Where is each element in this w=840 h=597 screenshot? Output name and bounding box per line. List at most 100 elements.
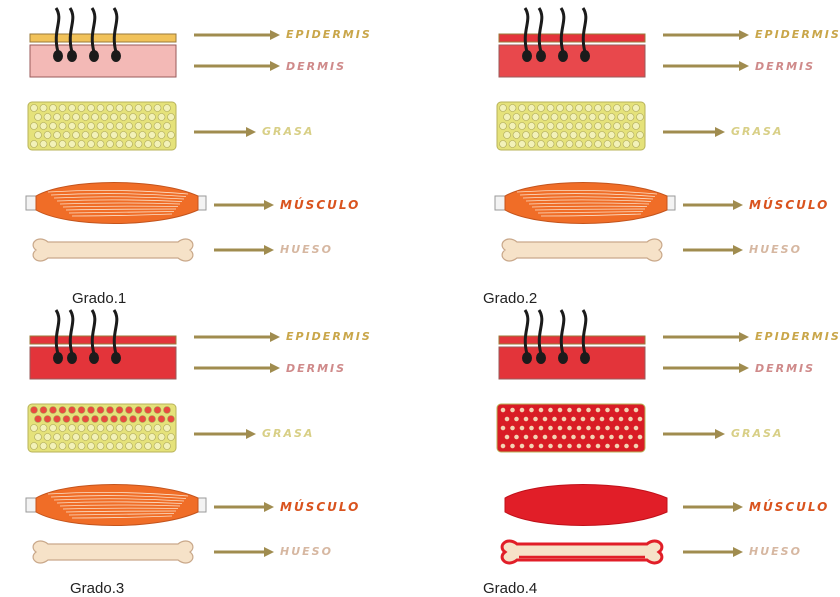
fat-cell: [561, 434, 566, 439]
fat-cell: [605, 425, 610, 430]
fat-cell: [139, 434, 146, 441]
fat-cell: [500, 141, 507, 148]
fat-cell: [40, 141, 47, 148]
fat-cell: [599, 132, 606, 139]
fat-cell: [633, 105, 640, 112]
epidermis-layer: [499, 34, 645, 42]
fat-cell: [538, 425, 543, 430]
fat-cell: [40, 407, 47, 414]
muscle: [505, 485, 667, 526]
fat-cell: [149, 132, 156, 139]
fat-cell: [158, 114, 165, 121]
fat-cell: [158, 416, 165, 423]
fat-cell: [627, 114, 634, 121]
fat-cell: [88, 407, 95, 414]
fat-cell: [139, 416, 146, 423]
fat-cell: [614, 105, 621, 112]
arrow-muscle: [683, 502, 743, 512]
fat-cell: [59, 123, 66, 130]
fat-label: GRASA: [731, 427, 783, 440]
fat-cell: [97, 123, 104, 130]
fat-cell: [168, 114, 175, 121]
fat-cell: [580, 114, 587, 121]
fat-cell: [92, 114, 99, 121]
fat-cell: [608, 114, 615, 121]
fat-cell: [590, 416, 595, 421]
fat-cell: [149, 416, 156, 423]
epidermis-label: EPIDERMIS: [286, 28, 372, 41]
arrow-epidermis: [663, 30, 749, 40]
fat-cell: [529, 425, 534, 430]
bone-shape: [502, 239, 662, 261]
fat-cell: [633, 123, 640, 130]
fat-cell: [126, 443, 133, 450]
fat-cell: [519, 105, 526, 112]
fat-cell: [529, 443, 534, 448]
fat-cell: [561, 114, 568, 121]
fat-cell: [31, 425, 38, 432]
fat-cell: [628, 434, 633, 439]
bone-shape: [33, 239, 193, 261]
fat-cell: [514, 416, 519, 421]
fat-cell: [528, 105, 535, 112]
fat-cell: [533, 416, 538, 421]
fat-cell: [623, 105, 630, 112]
fat-cell: [107, 425, 114, 432]
fat-cell: [614, 443, 619, 448]
fat-cell: [111, 114, 118, 121]
fat-cell: [538, 407, 543, 412]
bone-shape: [33, 541, 193, 563]
fat-cell: [609, 434, 614, 439]
fat-cell: [116, 407, 123, 414]
fat-cell: [557, 407, 562, 412]
fat-cell: [126, 141, 133, 148]
fat-cell: [623, 123, 630, 130]
fat-cell: [116, 105, 123, 112]
hair-bulb: [53, 50, 63, 62]
fat-cell: [130, 114, 137, 121]
fat-cell: [567, 425, 572, 430]
fat-cell: [576, 141, 583, 148]
fat-cell: [69, 407, 76, 414]
fat-cell: [609, 416, 614, 421]
fat-cell: [73, 434, 80, 441]
fat-cell: [567, 443, 572, 448]
fat-cell: [120, 434, 127, 441]
fat-cell: [504, 132, 511, 139]
tissue-layers: [28, 8, 428, 283]
fat-cell: [533, 434, 538, 439]
fat-cell: [35, 434, 42, 441]
bone: [33, 239, 193, 261]
fat-cell: [135, 141, 142, 148]
fat-cell: [570, 132, 577, 139]
fat-cell: [509, 123, 516, 130]
fat-cell: [149, 434, 156, 441]
fat-cell: [633, 407, 638, 412]
muscle-label: MÚSCULO: [280, 500, 360, 514]
fat-cell: [31, 443, 38, 450]
hair-bulb: [580, 352, 590, 364]
fat-cell: [82, 132, 89, 139]
fat-cell: [557, 443, 562, 448]
fat-cell: [50, 105, 57, 112]
fat-cell: [500, 407, 505, 412]
fat-cell: [552, 416, 557, 421]
muscle: [26, 485, 206, 526]
burn-grade-panel: EPIDERMISDERMISGRASAMÚSCULOHUESOGrado.2: [497, 8, 840, 283]
fat-cell: [548, 425, 553, 430]
fat-cell: [528, 141, 535, 148]
fat-cell: [50, 443, 57, 450]
fat-cell: [88, 141, 95, 148]
fat-cell: [88, 443, 95, 450]
fat-cell: [69, 141, 76, 148]
fat-cell: [580, 416, 585, 421]
fat-cell: [566, 141, 573, 148]
fat-cell: [547, 123, 554, 130]
fat-cell: [595, 425, 600, 430]
fat-cell: [145, 425, 152, 432]
fat-cell: [590, 434, 595, 439]
fat-cell: [40, 425, 47, 432]
fat-cell: [154, 425, 161, 432]
fat-layer: [497, 102, 645, 150]
fat-cell: [519, 425, 524, 430]
